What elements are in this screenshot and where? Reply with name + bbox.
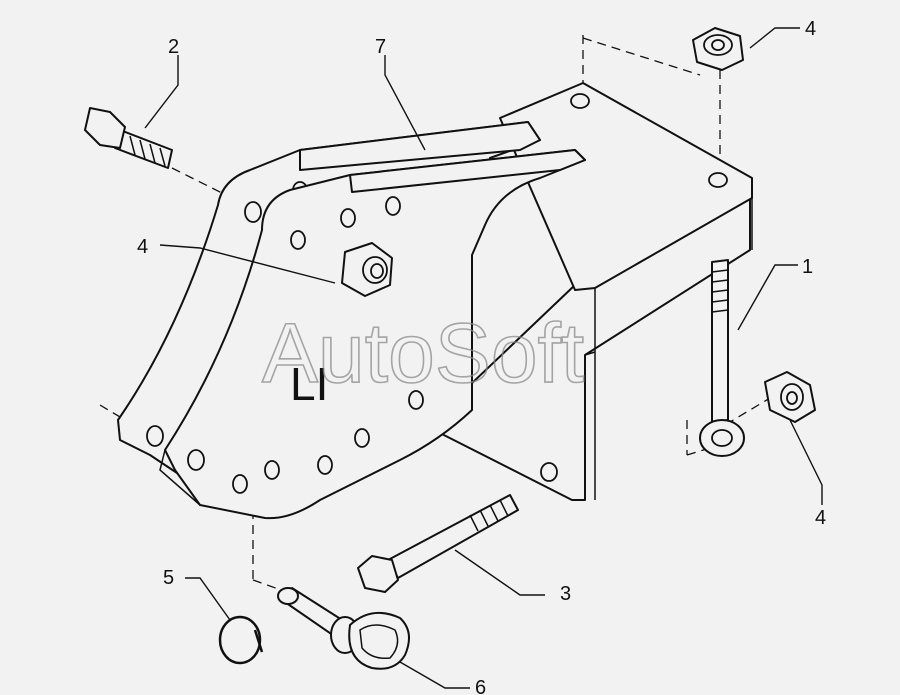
nut-bottom-right: [764, 371, 816, 423]
bracket-hole: [146, 425, 164, 447]
bracket-hole: [385, 196, 401, 216]
eye-bolt: [699, 259, 745, 457]
callout-2: 2: [168, 36, 179, 58]
bracket-hole: [244, 201, 262, 223]
callout-5: 5: [163, 567, 174, 589]
callout-7: 7: [375, 36, 386, 58]
bracket-hole: [187, 449, 205, 471]
nut-center: [341, 242, 393, 297]
callout-6: 6: [475, 677, 486, 695]
leader-lines: [144, 27, 823, 689]
bracket-hole: [408, 390, 424, 410]
callout-1: 1: [802, 256, 813, 278]
lynch-pin: [277, 587, 410, 670]
nut-top-right: [692, 27, 744, 71]
watermark: AutoSoft: [262, 306, 584, 400]
bracket-hole: [317, 455, 333, 475]
bracket: [117, 82, 753, 520]
callout-4-top: 4: [805, 18, 816, 40]
callout-4-bottom: 4: [815, 507, 826, 529]
bracket-hole: [354, 428, 370, 448]
snap-ring: [218, 615, 264, 665]
flange-hole: [570, 93, 590, 109]
short-bolt: [84, 107, 173, 169]
long-hex-bolt: [357, 494, 519, 593]
flange-hole: [708, 172, 728, 188]
bracket-hole: [290, 230, 306, 250]
bracket-hole: [340, 208, 356, 228]
side-marking: LI: [290, 358, 328, 410]
callout-3: 3: [560, 583, 571, 605]
callout-4-center: 4: [137, 236, 148, 258]
bracket-hole: [232, 474, 248, 494]
plate-hole: [540, 462, 558, 482]
bracket-hole: [264, 460, 280, 480]
